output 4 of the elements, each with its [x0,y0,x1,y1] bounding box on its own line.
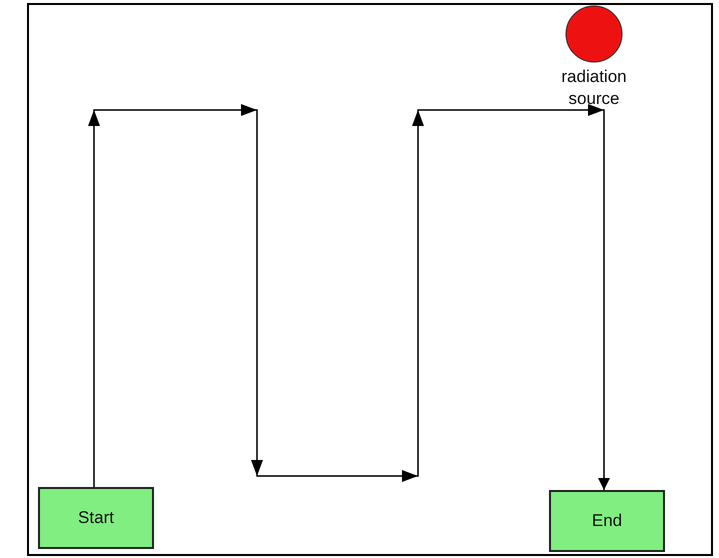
source-circle [566,6,622,62]
process-box: End [549,490,665,552]
node-caption: radiation source [560,66,628,110]
process-box: Start [38,487,154,549]
